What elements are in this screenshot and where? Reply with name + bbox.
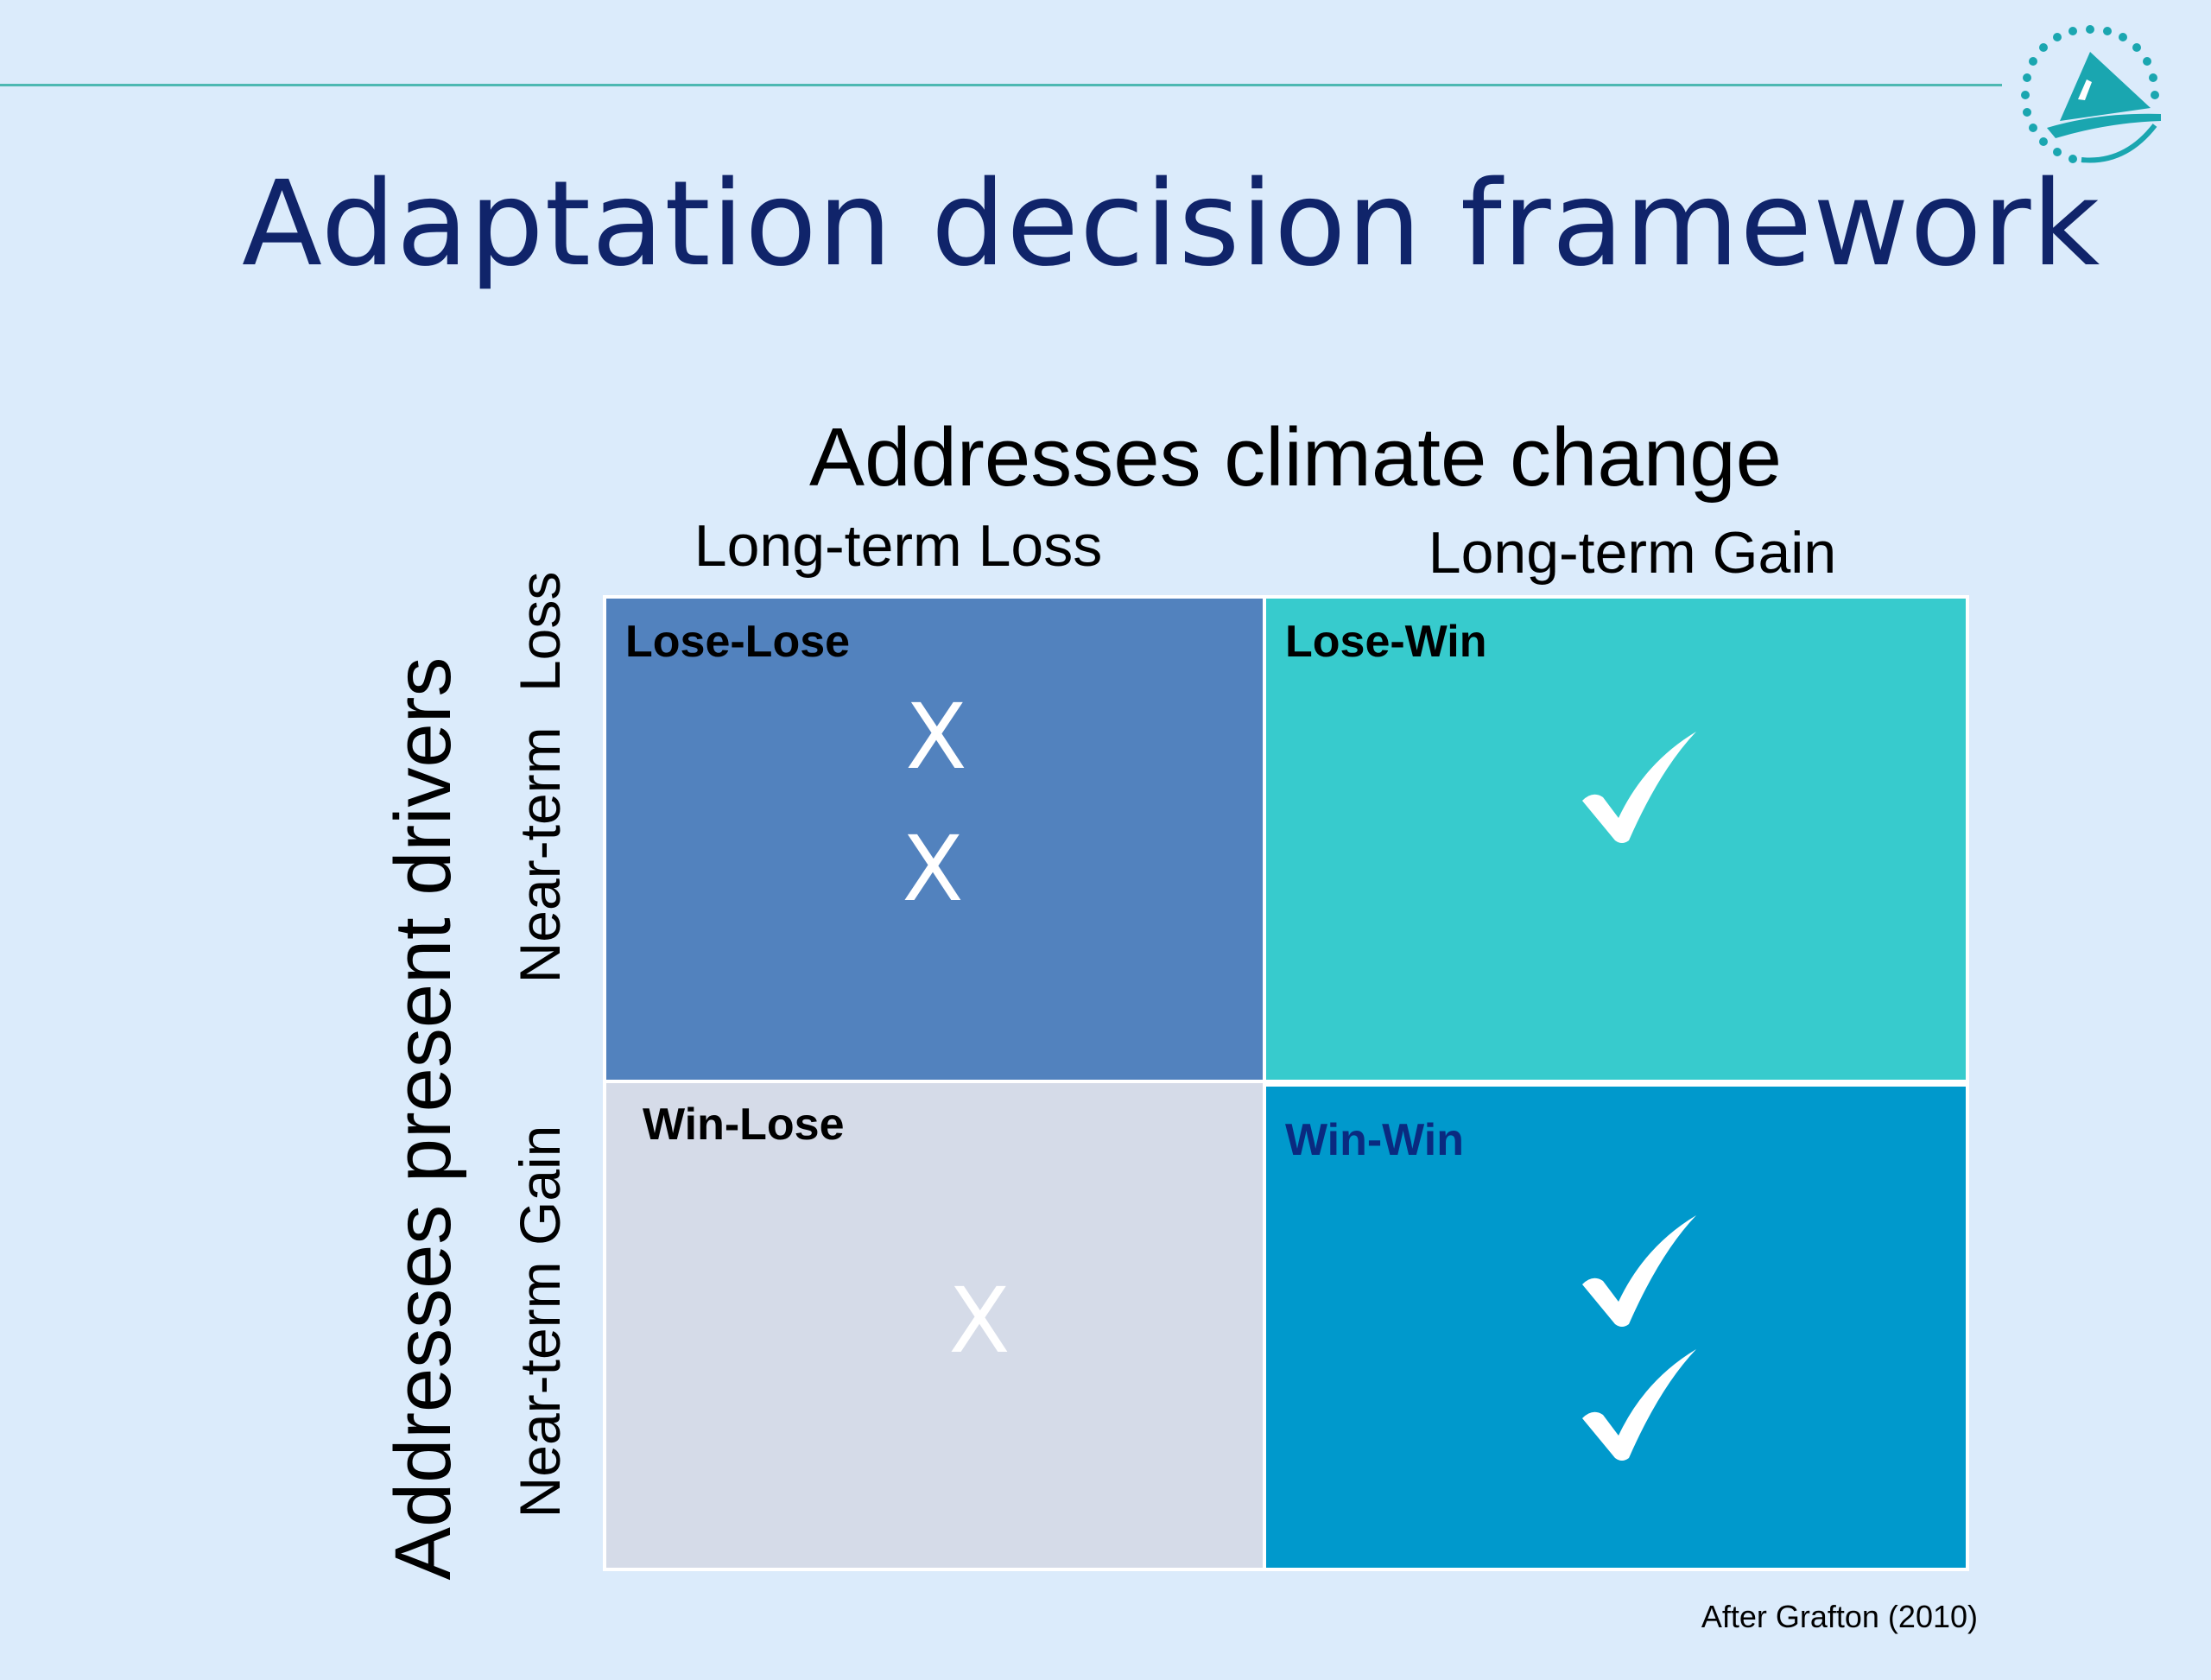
logo-sail-icon	[2060, 52, 2151, 121]
row-label-near-term-loss: Near-term Loss	[508, 571, 572, 984]
x-mark: X	[948, 1268, 1010, 1373]
axis-title-climate-change: Addresses climate change	[809, 411, 1782, 504]
header-divider	[0, 84, 2002, 86]
organization-logo	[2021, 25, 2161, 163]
cell-label-win-lose: Win-Lose	[643, 1100, 845, 1150]
source-citation: After Grafton (2010)	[1701, 1599, 1978, 1634]
axis-title-present-drivers: Addresses present drivers	[379, 656, 467, 1581]
logo-dot-ring	[2021, 25, 2159, 163]
x-mark: X	[905, 684, 967, 789]
logo-wave-icon	[2047, 113, 2161, 138]
logo-figure-icon	[2078, 79, 2092, 100]
cell-label-lose-win: Lose-Win	[1285, 617, 1487, 667]
column-label-long-term-gain: Long-term Gain	[1428, 520, 1837, 586]
cell-lose-win: Lose-Win	[1266, 599, 1966, 1080]
x-mark: X	[902, 816, 964, 922]
cell-label-win-win: Win-Win	[1285, 1115, 1464, 1165]
column-label-long-term-loss: Long-term Loss	[694, 513, 1103, 579]
cell-lose-lose: Lose-Lose X X	[606, 599, 1263, 1080]
check-icon	[1582, 732, 1696, 843]
logo-swoosh-icon	[2081, 124, 2157, 163]
slide-title: Adaptation decision framework	[242, 156, 2101, 293]
cell-win-win: Win-Win	[1266, 1087, 1966, 1568]
check-icon	[1582, 1349, 1696, 1461]
decision-matrix: Lose-Lose X X Lose-Win Win-Lose X Win-Wi…	[603, 595, 1969, 1571]
cell-label-lose-lose: Lose-Lose	[625, 617, 851, 667]
row-label-near-term-gain: Near-term Gain	[508, 1125, 572, 1518]
cell-win-lose: Win-Lose X	[606, 1083, 1263, 1568]
check-icon	[1582, 1215, 1696, 1327]
